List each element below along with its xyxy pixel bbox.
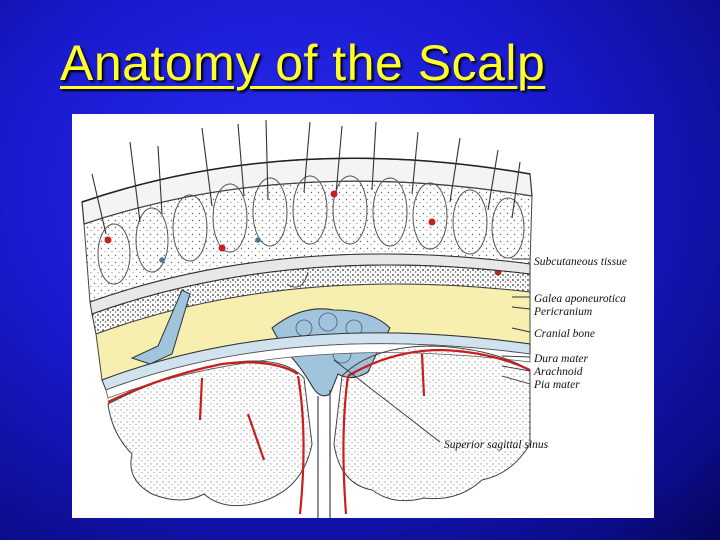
label-cranial-bone: Cranial bone xyxy=(534,328,595,340)
label-galea-aponeurotica: Galea aponeurotica xyxy=(534,293,626,305)
label-pia-mater: Pia mater xyxy=(533,379,580,391)
scalp-cross-section-figure: Subcutaneous tissue Galea aponeurotica P… xyxy=(72,114,654,518)
label-subcutaneous-tissue: Subcutaneous tissue xyxy=(534,256,627,268)
pia-mater-vessels xyxy=(107,348,531,515)
label-dura-mater: Dura mater xyxy=(533,353,589,365)
fat-lobules xyxy=(97,175,525,285)
label-pericranium: Pericranium xyxy=(533,306,592,318)
longitudinal-fissure xyxy=(317,390,331,518)
slide-title: Anatomy of the Scalp xyxy=(60,35,546,91)
label-arachnoid: Arachnoid xyxy=(533,366,583,378)
label-superior-sagittal-sinus: Superior sagittal sinus xyxy=(444,439,549,451)
hair-shafts xyxy=(91,119,521,235)
label-leader-lines xyxy=(333,258,531,443)
